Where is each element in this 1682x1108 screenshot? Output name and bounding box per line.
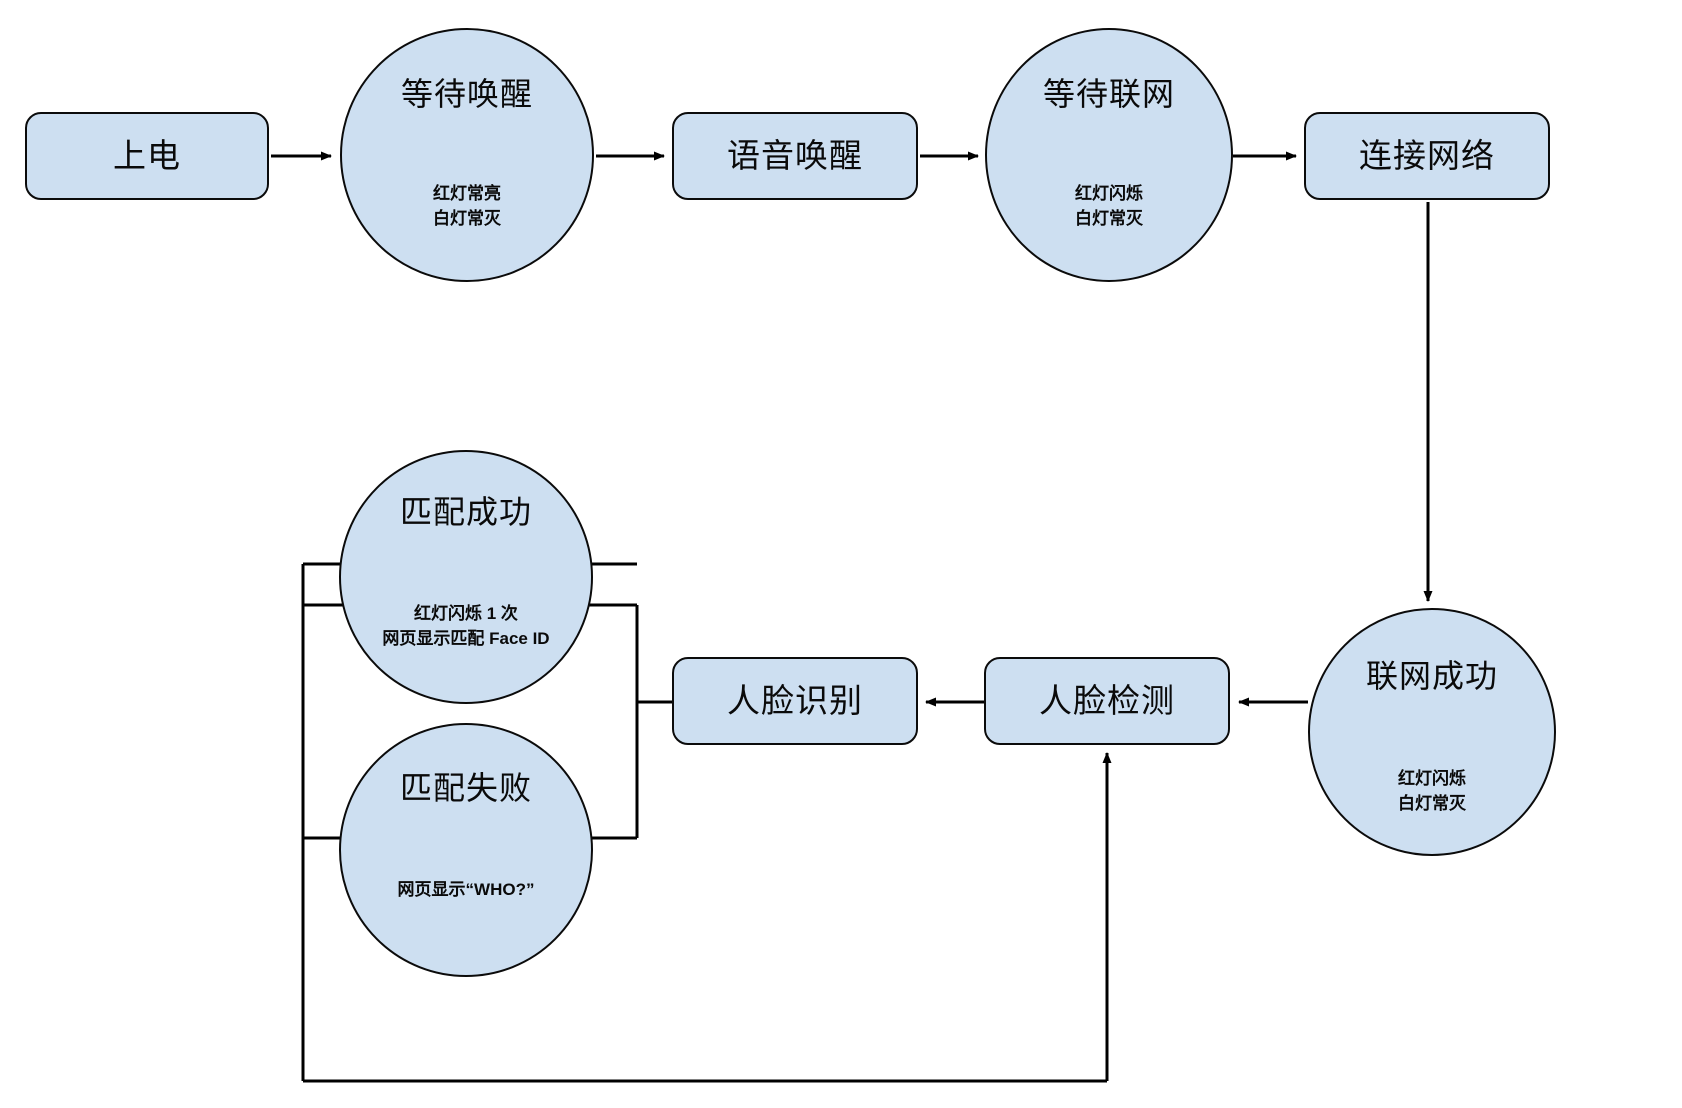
node-match-fail-sub: 网页显示“WHO?” [397,880,535,899]
node-wait-network-label: 等待联网 [1042,76,1175,112]
node-wait-network-sub: 红灯闪烁 白灯常灭 [1075,184,1143,228]
node-face-detect[interactable]: 人脸检测 [984,657,1230,745]
node-power-on-label: 上电 [113,137,181,175]
node-voice-wakeup-label: 语音唤醒 [727,137,863,175]
connector-face-recognize-to-match-results [580,603,672,840]
node-face-detect-label: 人脸检测 [1039,682,1175,720]
node-match-success[interactable]: 匹配成功 红灯闪烁 1 次 网页显示匹配 Face ID [339,450,593,704]
node-wait-wakeup-label: 等待唤醒 [400,76,533,112]
node-power-on[interactable]: 上电 [25,112,269,200]
node-connect-network[interactable]: 连接网络 [1304,112,1550,200]
node-match-fail[interactable]: 匹配失败 网页显示“WHO?” [339,723,593,977]
node-network-success[interactable]: 联网成功 红灯闪烁 白灯常灭 [1308,608,1556,856]
node-face-recognize[interactable]: 人脸识别 [672,657,918,745]
node-face-recognize-label: 人脸识别 [727,682,863,720]
node-match-fail-label: 匹配失败 [399,770,532,806]
node-voice-wakeup[interactable]: 语音唤醒 [672,112,918,200]
node-wait-wakeup[interactable]: 等待唤醒 红灯常亮 白灯常灭 [340,28,594,282]
node-wait-network[interactable]: 等待联网 红灯闪烁 白灯常灭 [985,28,1233,282]
node-network-success-label: 联网成功 [1365,658,1498,694]
node-connect-network-label: 连接网络 [1359,137,1495,175]
node-match-success-sub: 红灯闪烁 1 次 网页显示匹配 Face ID [382,604,550,648]
node-match-success-label: 匹配成功 [399,494,532,530]
node-wait-wakeup-sub: 红灯常亮 白灯常灭 [433,184,501,228]
node-network-success-sub: 红灯闪烁 白灯常灭 [1398,769,1466,813]
